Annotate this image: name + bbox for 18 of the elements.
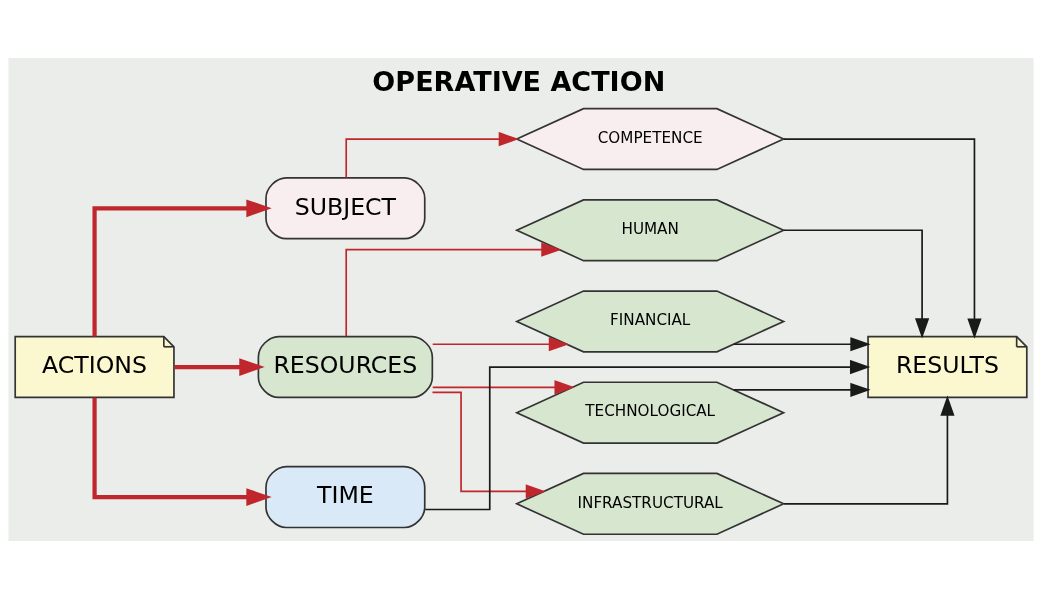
arrow (431, 336, 570, 351)
arrow (783, 395, 955, 505)
arrow (345, 131, 519, 179)
node-box: RESOURCES (257, 335, 434, 398)
arrow (345, 242, 562, 337)
arrow (732, 382, 871, 397)
arrow (431, 391, 546, 499)
arrow (92, 198, 272, 336)
node-box: TIME (265, 465, 426, 528)
arrow (782, 228, 930, 339)
node-box: SUBJECT (265, 176, 426, 240)
arrow (174, 357, 265, 376)
arrow (92, 397, 272, 506)
arrow (783, 137, 982, 339)
diagram-title: OPERATIVE ACTION (372, 65, 666, 97)
arrow (431, 379, 575, 394)
arrow (424, 359, 871, 510)
arrow (732, 336, 871, 351)
